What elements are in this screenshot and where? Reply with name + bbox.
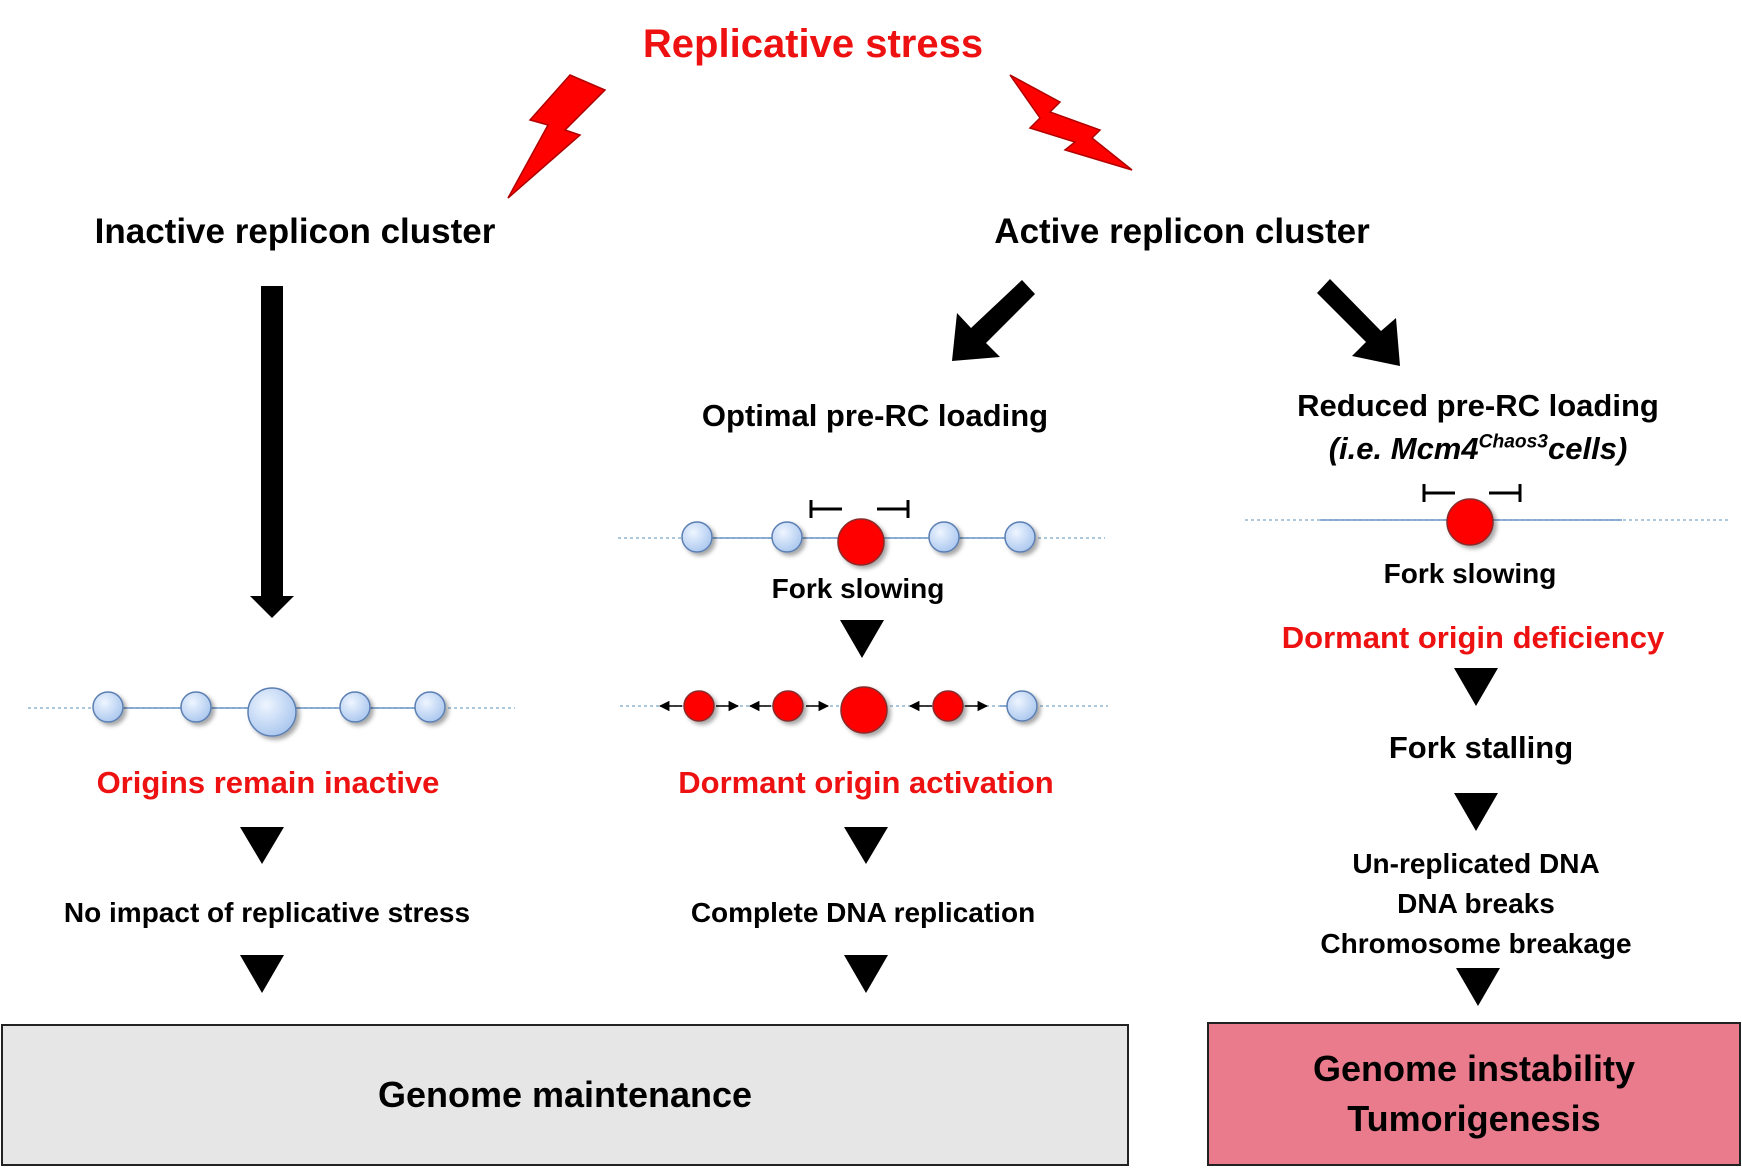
chromosome-breakage-label: Chromosome breakage: [1320, 928, 1632, 959]
genome-instability-box: Genome instability Tumorigenesis: [1207, 1022, 1741, 1166]
origin-dormant: [1004, 521, 1036, 553]
tumorigenesis-label: Tumorigenesis: [1347, 1098, 1601, 1139]
triangle-down-icon: [240, 827, 284, 864]
fork-stalling-label: Fork stalling: [1388, 730, 1574, 765]
lightning-bolt-icon-right: [1009, 74, 1133, 171]
genome-instability-label: Genome instability: [1312, 1047, 1636, 1089]
fork-slowing-label-right: Fork slowing: [1383, 558, 1557, 589]
origin-dormant: [247, 687, 297, 737]
diagram-title: Replicative stress: [642, 22, 984, 66]
triangle-down-icon: [1454, 668, 1498, 706]
origin-dormant: [414, 691, 446, 723]
fork-bar-right: [877, 500, 910, 518]
triangle-arrows: [240, 620, 1500, 1006]
lightning-bolt-icon-left: [507, 74, 607, 199]
origin-dormant: [681, 521, 713, 553]
genome-maintenance-box: Genome maintenance: [1, 1024, 1129, 1166]
origin-dormant: [771, 521, 803, 553]
genome-maintenance-label: Genome maintenance: [377, 1073, 753, 1115]
unreplicated-dna-label: Un-replicated DNA: [1352, 848, 1600, 879]
dormant-activation-label: Dormant origin activation: [678, 765, 1054, 800]
origin-dormant: [1006, 690, 1038, 722]
origin-dormant: [180, 691, 212, 723]
dna-strand-fork-slowing: [618, 500, 1105, 566]
arrow-down-right-icon: [1317, 279, 1400, 366]
origin-active: [683, 690, 715, 722]
mcm4-example-suffix: cells): [1547, 431, 1628, 466]
active-cluster-header: Active replicon cluster: [994, 212, 1370, 251]
triangle-down-icon: [840, 620, 884, 658]
origin-dormant: [928, 521, 960, 553]
origin-dormant: [339, 691, 371, 723]
triangle-down-icon: [1456, 968, 1500, 1006]
fork-bar-left: [1422, 484, 1455, 502]
triangle-down-icon: [844, 827, 888, 864]
dna-strand-reduced-loading: [1245, 484, 1730, 546]
origins-inactive-label: Origins remain inactive: [96, 765, 440, 800]
mcm4-example-label: (i.e. Mcm4Chaos3cells): [1329, 431, 1628, 467]
inactive-cluster-header: Inactive replicon cluster: [94, 212, 496, 251]
fork-bar-right: [1489, 484, 1522, 502]
arrow-down-icon-left-column: [250, 286, 294, 618]
triangle-down-icon: [1454, 793, 1498, 831]
origin-dormant: [92, 691, 124, 723]
origin-active: [837, 518, 885, 566]
fork-slowing-label-middle: Fork slowing: [771, 573, 945, 604]
complete-replication-label: Complete DNA replication: [690, 897, 1036, 928]
origin-active: [772, 690, 804, 722]
origin-active: [1446, 498, 1494, 546]
triangle-down-icon: [240, 955, 284, 993]
mcm4-allele-superscript: Chaos3: [1478, 431, 1548, 453]
origin-active: [840, 686, 888, 734]
dna-strand-dormant-activation: [620, 686, 1108, 734]
mcm4-example-prefix: (i.e. Mcm4: [1328, 431, 1479, 466]
reduced-loading-label: Reduced pre-RC loading: [1297, 388, 1659, 423]
origin-active: [932, 690, 964, 722]
dna-breaks-label: DNA breaks: [1397, 888, 1555, 919]
no-impact-label: No impact of replicative stress: [63, 897, 471, 928]
dormant-deficiency-label: Dormant origin deficiency: [1281, 620, 1665, 655]
triangle-down-icon: [844, 955, 888, 993]
dna-strand-inactive: [28, 687, 515, 737]
fork-bar-left: [809, 500, 842, 518]
arrow-down-left-icon: [952, 280, 1035, 361]
optimal-loading-label: Optimal pre-RC loading: [701, 398, 1049, 433]
